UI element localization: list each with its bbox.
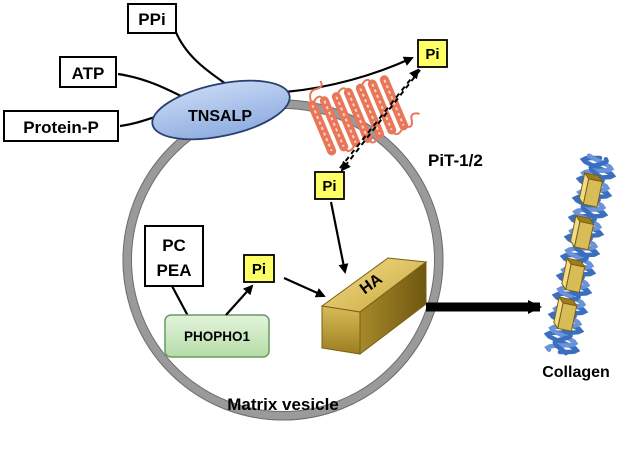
helix-highlight bbox=[311, 104, 333, 152]
pi-internal-to-ha-arrow bbox=[283, 276, 326, 298]
transport-arrows bbox=[339, 68, 421, 172]
pi-outer-label: Pi bbox=[425, 46, 439, 63]
pit-transporter bbox=[307, 75, 420, 156]
transporter-n-tail bbox=[309, 80, 323, 106]
phospho1-enzyme: PHOPHO1 bbox=[164, 314, 270, 358]
protein-p-box: Protein-P bbox=[3, 110, 119, 142]
helix-highlight bbox=[323, 100, 345, 148]
pi-internal-box: Pi bbox=[243, 254, 275, 283]
collagen-crystal bbox=[553, 295, 578, 332]
phospho1-label: PHOPHO1 bbox=[184, 329, 251, 344]
pc-pea-connector bbox=[171, 285, 189, 317]
pi-internal-label: Pi bbox=[252, 261, 266, 278]
ha-crystal: HA bbox=[320, 257, 428, 356]
transporter-c-tail bbox=[403, 112, 420, 128]
collagen-crystal bbox=[570, 214, 595, 251]
collagen-crystal bbox=[561, 256, 586, 294]
helix-highlight bbox=[347, 92, 369, 139]
phospho1-to-pi-arrow bbox=[225, 284, 254, 316]
pi-to-ha-arrow bbox=[329, 201, 349, 274]
collagen-crystal bbox=[578, 171, 604, 208]
pi-transported-box: Pi bbox=[314, 171, 345, 200]
pi-transported-label: Pi bbox=[322, 178, 336, 195]
pea-label: PEA bbox=[157, 261, 192, 280]
atp-label: ATP bbox=[72, 64, 105, 83]
pi-outer-box: Pi bbox=[417, 39, 448, 68]
helix-highlight bbox=[371, 83, 393, 131]
tnsalp-to-pi-arrow bbox=[284, 56, 414, 94]
ppi-box: PPi bbox=[127, 3, 177, 34]
helix-highlight bbox=[383, 79, 405, 127]
protein-p-label: Protein-P bbox=[23, 118, 99, 137]
helix-highlight bbox=[335, 96, 357, 143]
tnsalp-enzyme: TNSALP bbox=[151, 79, 291, 141]
atp-box: ATP bbox=[59, 56, 117, 88]
collagen-label: Collagen bbox=[542, 364, 610, 381]
helix-highlight bbox=[359, 87, 381, 135]
collagen-fibril bbox=[543, 153, 617, 356]
pc-label: PC bbox=[162, 236, 186, 255]
collagen-strand bbox=[543, 155, 617, 355]
pit-label: PiT-1/2 bbox=[428, 151, 483, 170]
ppi-label: PPi bbox=[138, 10, 165, 29]
pc-pea-box: PC PEA bbox=[144, 225, 204, 287]
tnsalp-label: TNSALP bbox=[188, 108, 252, 125]
vesicle-label: Matrix vesicle bbox=[227, 395, 339, 414]
